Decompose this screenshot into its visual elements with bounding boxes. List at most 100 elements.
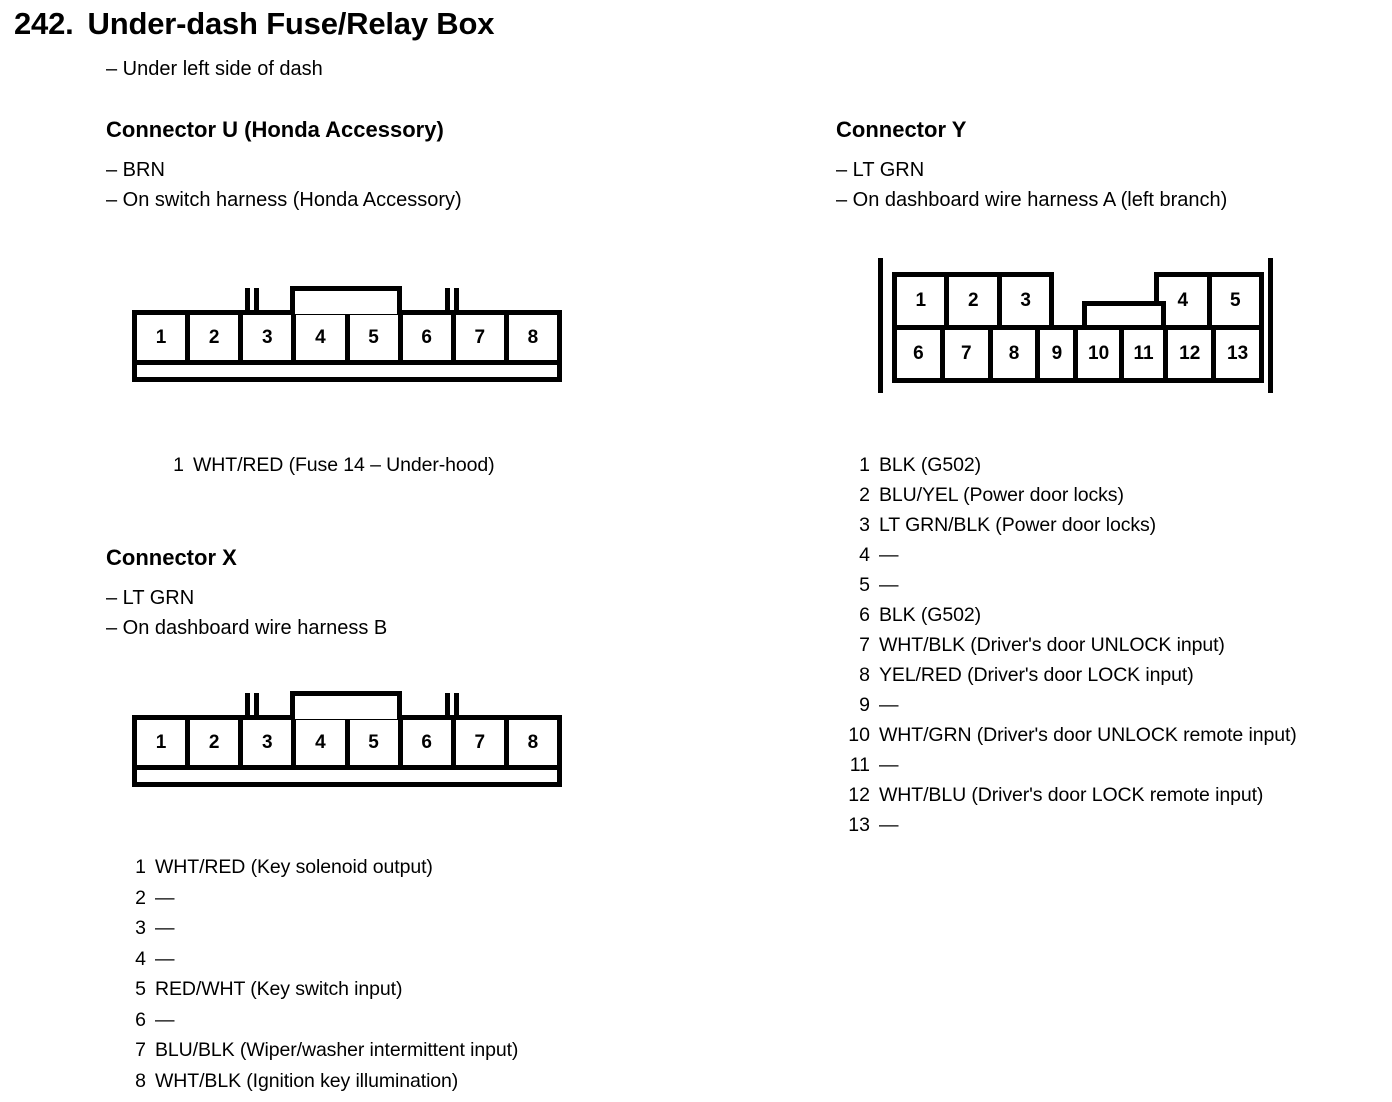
connector-u-color-note: – BRN — [106, 159, 165, 181]
connector-x-tab-wide — [290, 691, 402, 719]
connector-x-pin-cell: 3 — [243, 720, 297, 765]
pin-description: BLK (G502) — [879, 454, 981, 476]
pin-description: BLK (G502) — [879, 604, 981, 626]
pin-description: — — [879, 754, 899, 776]
pin-number: 3 — [859, 514, 870, 536]
connector-x-pin-cell: 7 — [456, 720, 509, 765]
connector-u-pin-cell: 8 — [527, 326, 539, 348]
connector-x-block: Connector X – LT GRN – On dashboard wire… — [106, 545, 387, 643]
pin-number: 12 — [848, 784, 870, 806]
connector-y-block: Connector Y – LT GRN – On dashboard wire… — [836, 117, 1227, 215]
connector-u-pin-cell: 4 — [296, 315, 350, 360]
connector-y-pin-cell: 8 — [987, 325, 1041, 383]
pin-description: WHT/BLK (Driver's door UNLOCK input) — [879, 634, 1225, 656]
pin-number: 1 — [859, 454, 870, 476]
connector-u-pin-cell: 5 — [350, 315, 403, 360]
pin-row: 4 — — [844, 540, 1297, 570]
connector-y-top-row: 1 2 3 4 5 — [892, 272, 1264, 330]
connector-x-color-note: – LT GRN — [106, 587, 195, 609]
pin-row: 3 LT GRN/BLK (Power door locks) — [844, 510, 1297, 540]
pin-row: 5 RED/WHT (Key switch input) — [120, 974, 518, 1005]
pin-description: YEL/RED (Driver's door LOCK input) — [879, 664, 1194, 686]
connector-u-pin-cell: 6 — [403, 315, 456, 360]
connector-u-tab-thin-right — [445, 288, 459, 312]
connector-y-diagram: 1 2 3 4 5 6 7 8 9 10 11 12 13 — [878, 258, 1278, 398]
pin-number: 8 — [859, 664, 870, 686]
connector-u-pin-grid: 1 2 3 4 5 6 7 8 — [137, 315, 557, 360]
pin-row: 1 WHT/RED (Key solenoid output) — [120, 852, 518, 883]
connector-y-bottom-row: 6 7 8 9 10 11 12 13 — [892, 325, 1264, 383]
pin-row: 12 WHT/BLU (Driver's door LOCK remote in… — [844, 780, 1297, 810]
pin-row: 8 YEL/RED (Driver's door LOCK input) — [844, 660, 1297, 690]
pin-description: WHT/BLK (Ignition key illumination) — [155, 1069, 459, 1092]
pin-number: 7 — [135, 1039, 146, 1061]
connector-u-heading: Connector U (Honda Accessory) — [106, 117, 444, 142]
connector-u-diagram: 1 2 3 4 5 6 7 8 — [132, 278, 572, 388]
connector-y-rail-left — [878, 258, 883, 393]
connector-y-pin-grid: 1 2 3 4 5 6 7 8 9 10 11 12 13 — [892, 272, 1264, 383]
pin-description: WHT/GRN (Driver's door UNLOCK remote inp… — [879, 724, 1297, 746]
connector-y-pin-cell: 2 — [944, 272, 1002, 330]
connector-x-pin-cell: 2 — [190, 720, 244, 765]
pin-number: 4 — [859, 544, 870, 566]
pin-description: — — [155, 917, 175, 939]
pin-row: 7 BLU/BLK (Wiper/washer intermittent inp… — [120, 1035, 518, 1066]
connector-x-tab-thin-left — [245, 693, 259, 717]
pin-row: 8 WHT/BLK (Ignition key illumination) — [120, 1066, 518, 1097]
pin-row: 6 BLK (G502) — [844, 600, 1297, 630]
connector-x-pin-list: 1 WHT/RED (Key solenoid output) 2 — 3 — … — [120, 852, 518, 1096]
pin-number: 7 — [859, 634, 870, 656]
connector-u-pin-cell: 7 — [456, 315, 509, 360]
pin-row: 11 — — [844, 750, 1297, 780]
connector-y-rail-right — [1268, 258, 1273, 393]
connector-x-tab-thin-right — [445, 693, 459, 717]
pin-number: 1 — [173, 454, 184, 476]
pin-number: 13 — [848, 814, 870, 836]
connector-u-harness-note: – On switch harness (Honda Accessory) — [106, 189, 462, 211]
pin-description: — — [879, 544, 899, 566]
page-location-note: – Under left side of dash — [106, 58, 323, 80]
connector-y-pin-cell: 6 — [892, 325, 945, 383]
pin-row: 4 — — [120, 944, 518, 975]
connector-x-pin-cell: 1 — [137, 720, 191, 765]
pin-row: 13 — — [844, 810, 1297, 840]
connector-x-pin-cell: 5 — [350, 720, 403, 765]
pin-description: — — [155, 886, 175, 909]
connector-y-harness-note: – On dashboard wire harness A (left bran… — [836, 189, 1228, 211]
pin-description: — — [155, 947, 175, 970]
pin-description: — — [879, 694, 899, 716]
pin-number: 3 — [135, 917, 146, 939]
connector-y-heading: Connector Y — [836, 117, 967, 142]
page-title-text: Under-dash Fuse/Relay Box — [87, 6, 495, 41]
pin-row: 6 — — [120, 1005, 518, 1036]
pin-row: 3 — — [120, 913, 518, 944]
pin-number: 5 — [859, 574, 870, 596]
pin-number: 4 — [135, 947, 146, 970]
pin-number: 6 — [859, 604, 870, 626]
pin-row: 7 WHT/BLK (Driver's door UNLOCK input) — [844, 630, 1297, 660]
pin-description: WHT/RED (Fuse 14 – Under-hood) — [193, 454, 495, 476]
connector-y-middle-tab — [1082, 301, 1166, 325]
connector-u-pin-cell: 3 — [243, 315, 297, 360]
connector-y-pin-cell: 11 — [1118, 325, 1169, 383]
connector-y-pin-cell: 12 — [1163, 325, 1217, 383]
connector-u-tab-thin-left — [245, 288, 259, 312]
pin-number: 10 — [848, 724, 870, 746]
connector-u-block: Connector U (Honda Accessory) – BRN – On… — [106, 117, 462, 215]
connector-u-pin-list: 1 WHT/RED (Fuse 14 – Under-hood) — [158, 450, 495, 481]
connector-x-pin-cell: 6 — [403, 720, 456, 765]
pin-row: 2 BLU/YEL (Power door locks) — [844, 480, 1297, 510]
pin-number: 8 — [135, 1069, 146, 1092]
pin-row: 9 — — [844, 690, 1297, 720]
pin-description: — — [879, 574, 899, 596]
connector-y-pin-cell: 7 — [939, 325, 993, 383]
connector-u-tab-wide — [290, 286, 402, 314]
page-number: 242. — [14, 6, 74, 41]
pin-number: 1 — [135, 856, 146, 878]
connector-u-pin-cell: 1 — [137, 315, 191, 360]
pin-number: 9 — [859, 694, 870, 716]
connector-y-pin-cell: 1 — [892, 272, 950, 330]
pin-row: 1 WHT/RED (Fuse 14 – Under-hood) — [158, 450, 495, 481]
connector-x-harness-note: – On dashboard wire harness B — [106, 617, 388, 639]
connector-x-heading: Connector X — [106, 545, 237, 570]
